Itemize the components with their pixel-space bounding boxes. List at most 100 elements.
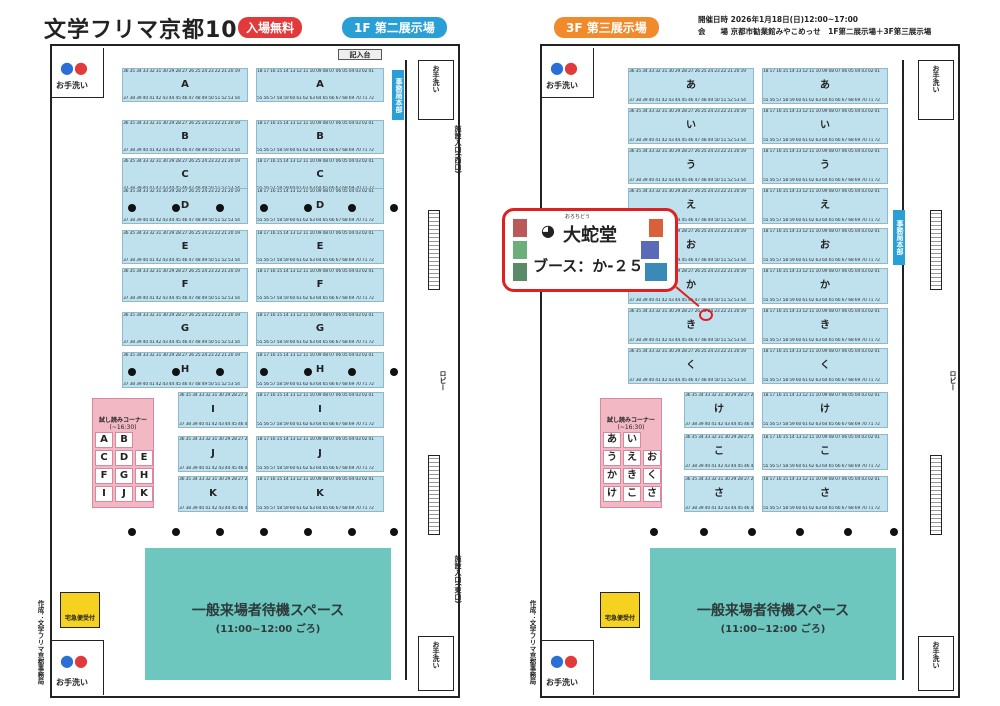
- reading-f3-cell: さ: [643, 486, 661, 502]
- pillar: [260, 528, 268, 536]
- restroom-f3-se: お手洗い: [918, 636, 954, 691]
- booth-numbers: 55 56 57 58 59 60 61 62 63 64 65 66 67 6…: [763, 218, 880, 223]
- block-f3-6-left[interactable]: 36 35 34 33 32 31 30 29 28 27 26 25 24 2…: [628, 308, 754, 344]
- block-f3-1-right[interactable]: 18 17 16 15 14 13 12 11 10 09 08 07 06 0…: [762, 108, 888, 144]
- block-label: E: [181, 241, 189, 252]
- block-f3-2-left[interactable]: 36 35 34 33 32 31 30 29 28 27 26 25 24 2…: [628, 148, 754, 184]
- booth-numbers: 37 38 39 40 41 42 43 44 45 46 47 48 49 5…: [685, 506, 753, 511]
- block-f3-1-left[interactable]: 36 35 34 33 32 31 30 29 28 27 26 25 24 2…: [628, 108, 754, 144]
- block-f3-mid-0-right[interactable]: 18 17 16 15 14 13 12 11 10 09 08 07 06 0…: [762, 392, 888, 428]
- booth-numbers: 55 56 57 58 59 60 61 62 63 64 65 66 67 6…: [763, 464, 880, 469]
- block-f3-3-right[interactable]: 18 17 16 15 14 13 12 11 10 09 08 07 06 0…: [762, 188, 888, 224]
- block-f3-7-right[interactable]: 18 17 16 15 14 13 12 11 10 09 08 07 06 0…: [762, 348, 888, 384]
- free-entry-badge: 入場無料: [238, 17, 303, 38]
- block-G-left[interactable]: 36 35 34 33 32 31 30 29 28 27 26 25 24 2…: [122, 312, 248, 346]
- pillar: [390, 528, 398, 536]
- block-F-right[interactable]: 18 17 16 15 14 13 12 11 10 09 08 07 06 0…: [256, 268, 384, 302]
- booth-numbers: 37 38 39 40 41 42 43 44 45 46 47 48 49 5…: [629, 98, 746, 103]
- booth-numbers: 18 17 16 15 14 13 12 11 10 09 08 07 06 0…: [257, 353, 374, 358]
- block-E-right[interactable]: 18 17 16 15 14 13 12 11 10 09 08 07 06 0…: [256, 230, 384, 264]
- logo-ruby: おろちどう: [565, 214, 591, 220]
- booth-numbers: 55 56 57 58 59 60 61 62 63 64 65 66 67 6…: [763, 138, 880, 143]
- block-I-left[interactable]: 36 35 34 33 32 31 30 29 28 27 26 25 24 2…: [178, 392, 248, 428]
- booth-numbers: 55 56 57 58 59 60 61 62 63 64 65 66 67 6…: [763, 506, 880, 511]
- booth-numbers: 55 56 57 58 59 60 61 62 63 64 65 66 67 6…: [763, 98, 880, 103]
- block-I-right[interactable]: 18 17 16 15 14 13 12 11 10 09 08 07 06 0…: [256, 392, 384, 428]
- block-f3-4-right[interactable]: 18 17 16 15 14 13 12 11 10 09 08 07 06 0…: [762, 228, 888, 264]
- logo-text: 大蛇堂: [563, 225, 617, 246]
- booth-numbers: 55 56 57 58 59 60 61 62 63 64 65 66 67 6…: [257, 340, 374, 345]
- block-label: こ: [714, 446, 724, 457]
- block-f3-5-right[interactable]: 18 17 16 15 14 13 12 11 10 09 08 07 06 0…: [762, 268, 888, 304]
- block-F-left[interactable]: 36 35 34 33 32 31 30 29 28 27 26 25 24 2…: [122, 268, 248, 302]
- block-f3-mid-1-right[interactable]: 18 17 16 15 14 13 12 11 10 09 08 07 06 0…: [762, 434, 888, 470]
- booth-numbers: 36 35 34 33 32 31 30 29 28 27 26 25 24 2…: [685, 477, 753, 482]
- block-C-left[interactable]: 36 35 34 33 32 31 30 29 28 27 26 25 24 2…: [122, 158, 248, 192]
- block-f3-mid-2-left[interactable]: 36 35 34 33 32 31 30 29 28 27 26 25 24 2…: [684, 476, 754, 512]
- event-date: 開催日時 2026年1月18日(日)12:00~17:00: [698, 15, 859, 24]
- block-B-right[interactable]: 18 17 16 15 14 13 12 11 10 09 08 07 06 0…: [256, 120, 384, 154]
- block-f3-7-left[interactable]: 36 35 34 33 32 31 30 29 28 27 26 25 24 2…: [628, 348, 754, 384]
- booth-numbers: 36 35 34 33 32 31 30 29 28 27 26 25 24 2…: [685, 393, 753, 398]
- block-G-right[interactable]: 18 17 16 15 14 13 12 11 10 09 08 07 06 0…: [256, 312, 384, 346]
- pillar: [216, 528, 224, 536]
- reading-f1-cell: G: [115, 468, 133, 484]
- block-label: H: [315, 364, 325, 375]
- block-B-left[interactable]: 36 35 34 33 32 31 30 29 28 27 26 25 24 2…: [122, 120, 248, 154]
- block-label: H: [180, 364, 190, 375]
- booth-numbers: 18 17 16 15 14 13 12 11 10 09 08 07 06 0…: [763, 393, 880, 398]
- block-E-left[interactable]: 36 35 34 33 32 31 30 29 28 27 26 25 24 2…: [122, 230, 248, 264]
- block-J-left[interactable]: 36 35 34 33 32 31 30 29 28 27 26 25 24 2…: [178, 436, 248, 472]
- restroom-f3-ne: お手洗い: [918, 60, 954, 120]
- block-K-left[interactable]: 36 35 34 33 32 31 30 29 28 27 26 25 24 2…: [178, 476, 248, 512]
- block-f3-mid-0-left[interactable]: 36 35 34 33 32 31 30 29 28 27 26 25 24 2…: [684, 392, 754, 428]
- escalator-f1b: [428, 455, 440, 535]
- block-label: J: [211, 448, 215, 459]
- block-f3-2-right[interactable]: 18 17 16 15 14 13 12 11 10 09 08 07 06 0…: [762, 148, 888, 184]
- block-label: お: [686, 240, 696, 251]
- restroom-ne: お手洗い: [418, 60, 454, 120]
- pillar: [304, 204, 312, 212]
- block-C-right[interactable]: 18 17 16 15 14 13 12 11 10 09 08 07 06 0…: [256, 158, 384, 192]
- highlight-callout[interactable]: おろちどう ◕ 大蛇堂 ブース：か-２５: [502, 208, 678, 292]
- block-label: D: [180, 200, 190, 211]
- restroom-f3-nw: ●● お手洗い: [542, 48, 594, 98]
- booth-numbers: 55 56 57 58 59 60 61 62 63 64 65 66 67 6…: [257, 258, 374, 263]
- reading-f3-cell: お: [643, 450, 661, 466]
- block-A-left[interactable]: 36 35 34 33 32 31 30 29 28 27 26 25 24 2…: [122, 68, 248, 102]
- block-H-left[interactable]: 36 35 34 33 32 31 30 29 28 27 26 25 24 2…: [122, 352, 248, 388]
- block-J-right[interactable]: 18 17 16 15 14 13 12 11 10 09 08 07 06 0…: [256, 436, 384, 472]
- booth-numbers: 37 38 39 40 41 42 43 44 45 46 47 48 49 5…: [123, 218, 240, 223]
- block-K-right[interactable]: 18 17 16 15 14 13 12 11 10 09 08 07 06 0…: [256, 476, 384, 512]
- block-f3-6-right[interactable]: 18 17 16 15 14 13 12 11 10 09 08 07 06 0…: [762, 308, 888, 344]
- pillar: [172, 528, 180, 536]
- block-H-right[interactable]: 18 17 16 15 14 13 12 11 10 09 08 07 06 0…: [256, 352, 384, 388]
- reading-f3-cell: あ: [603, 432, 621, 448]
- reading-f1-cell: H: [135, 468, 153, 484]
- block-A-right[interactable]: 18 17 16 15 14 13 12 11 10 09 08 07 06 0…: [256, 68, 384, 102]
- booth-numbers: 18 17 16 15 14 13 12 11 10 09 08 07 06 0…: [763, 309, 880, 314]
- block-f3-mid-2-right[interactable]: 18 17 16 15 14 13 12 11 10 09 08 07 06 0…: [762, 476, 888, 512]
- block-f3-0-right[interactable]: 18 17 16 15 14 13 12 11 10 09 08 07 06 0…: [762, 68, 888, 104]
- block-label: さ: [714, 488, 724, 499]
- booth-numbers: 18 17 16 15 14 13 12 11 10 09 08 07 06 0…: [763, 189, 880, 194]
- booth-numbers: 36 35 34 33 32 31 30 29 28 27 26 25 24 2…: [629, 269, 746, 274]
- restroom-sw: ●● お手洗い: [52, 640, 104, 695]
- escalator-f3a: [930, 210, 942, 290]
- block-label: け: [714, 404, 724, 415]
- booth-numbers: 18 17 16 15 14 13 12 11 10 09 08 07 06 0…: [257, 269, 374, 274]
- block-D-left[interactable]: 36 35 34 33 32 31 30 29 28 27 26 25 24 2…: [122, 188, 248, 224]
- booth-numbers: 18 17 16 15 14 13 12 11 10 09 08 07 06 0…: [763, 349, 880, 354]
- entrance-east: 施設入口(東口): [454, 555, 462, 604]
- block-label: き: [686, 320, 696, 331]
- block-f3-0-left[interactable]: 36 35 34 33 32 31 30 29 28 27 26 25 24 2…: [628, 68, 754, 104]
- block-label: A: [181, 79, 189, 90]
- booth-numbers: 37 38 39 40 41 42 43 44 45 46 47 48 49 5…: [685, 464, 753, 469]
- block-D-right[interactable]: 18 17 16 15 14 13 12 11 10 09 08 07 06 0…: [256, 188, 384, 224]
- block-label: こ: [820, 446, 830, 457]
- block-label: き: [820, 320, 830, 331]
- reading-f3-cell: う: [603, 450, 621, 466]
- block-f3-mid-1-left[interactable]: 36 35 34 33 32 31 30 29 28 27 26 25 24 2…: [684, 434, 754, 470]
- block-label: I: [211, 404, 215, 415]
- page-title: 文学フリマ京都10: [44, 18, 238, 43]
